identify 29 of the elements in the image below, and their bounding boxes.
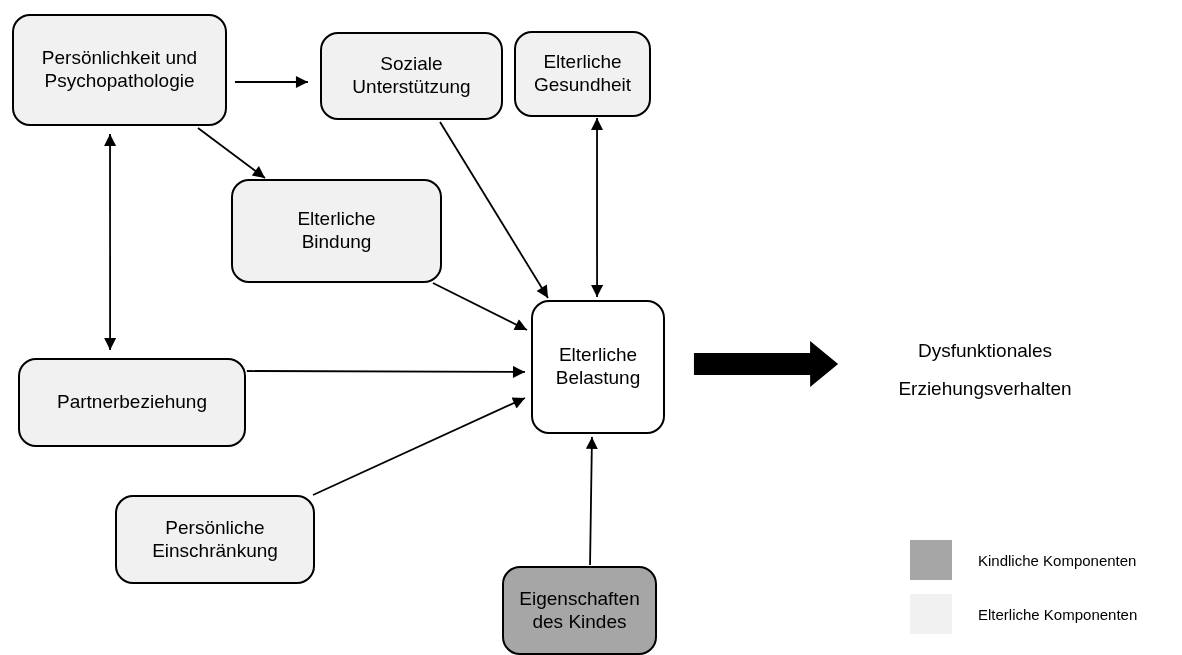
arrow [585, 436, 598, 566]
arrow [591, 117, 604, 298]
node-label: Elterliche Belastung [554, 344, 642, 390]
node-label: Soziale Unterstützung [351, 53, 472, 99]
arrow [197, 127, 266, 179]
node-label: Elterliche Gesundheit [532, 51, 633, 97]
legend-label: Elterliche Komponenten [978, 605, 1138, 623]
arrow [104, 133, 117, 351]
process-box [531, 300, 665, 434]
process-box [320, 32, 503, 120]
process-box [12, 14, 227, 126]
process-box [502, 566, 657, 655]
process-box [115, 495, 315, 584]
node-label: Persönliche Einschränkung [151, 516, 279, 563]
arrow [234, 76, 309, 88]
outcome-label: Dysfunktionales Erziehungsverhalten [897, 339, 1073, 401]
process-box [514, 31, 651, 117]
arrow [432, 282, 528, 331]
block-arrow [693, 340, 839, 387]
arrow [439, 121, 549, 299]
process-box [18, 358, 246, 447]
arrow [312, 397, 526, 496]
arrow [246, 365, 526, 378]
node-label: Persönlichkeit und Psychopathologie [40, 47, 199, 93]
legend-label: Kindliche Komponenten [978, 551, 1137, 569]
node-label: Elterliche Bindung [296, 208, 377, 254]
node-label: Eigenschaften des Kindes [518, 587, 641, 634]
node-label: Partnerbeziehung [56, 391, 208, 414]
process-box [231, 179, 442, 283]
